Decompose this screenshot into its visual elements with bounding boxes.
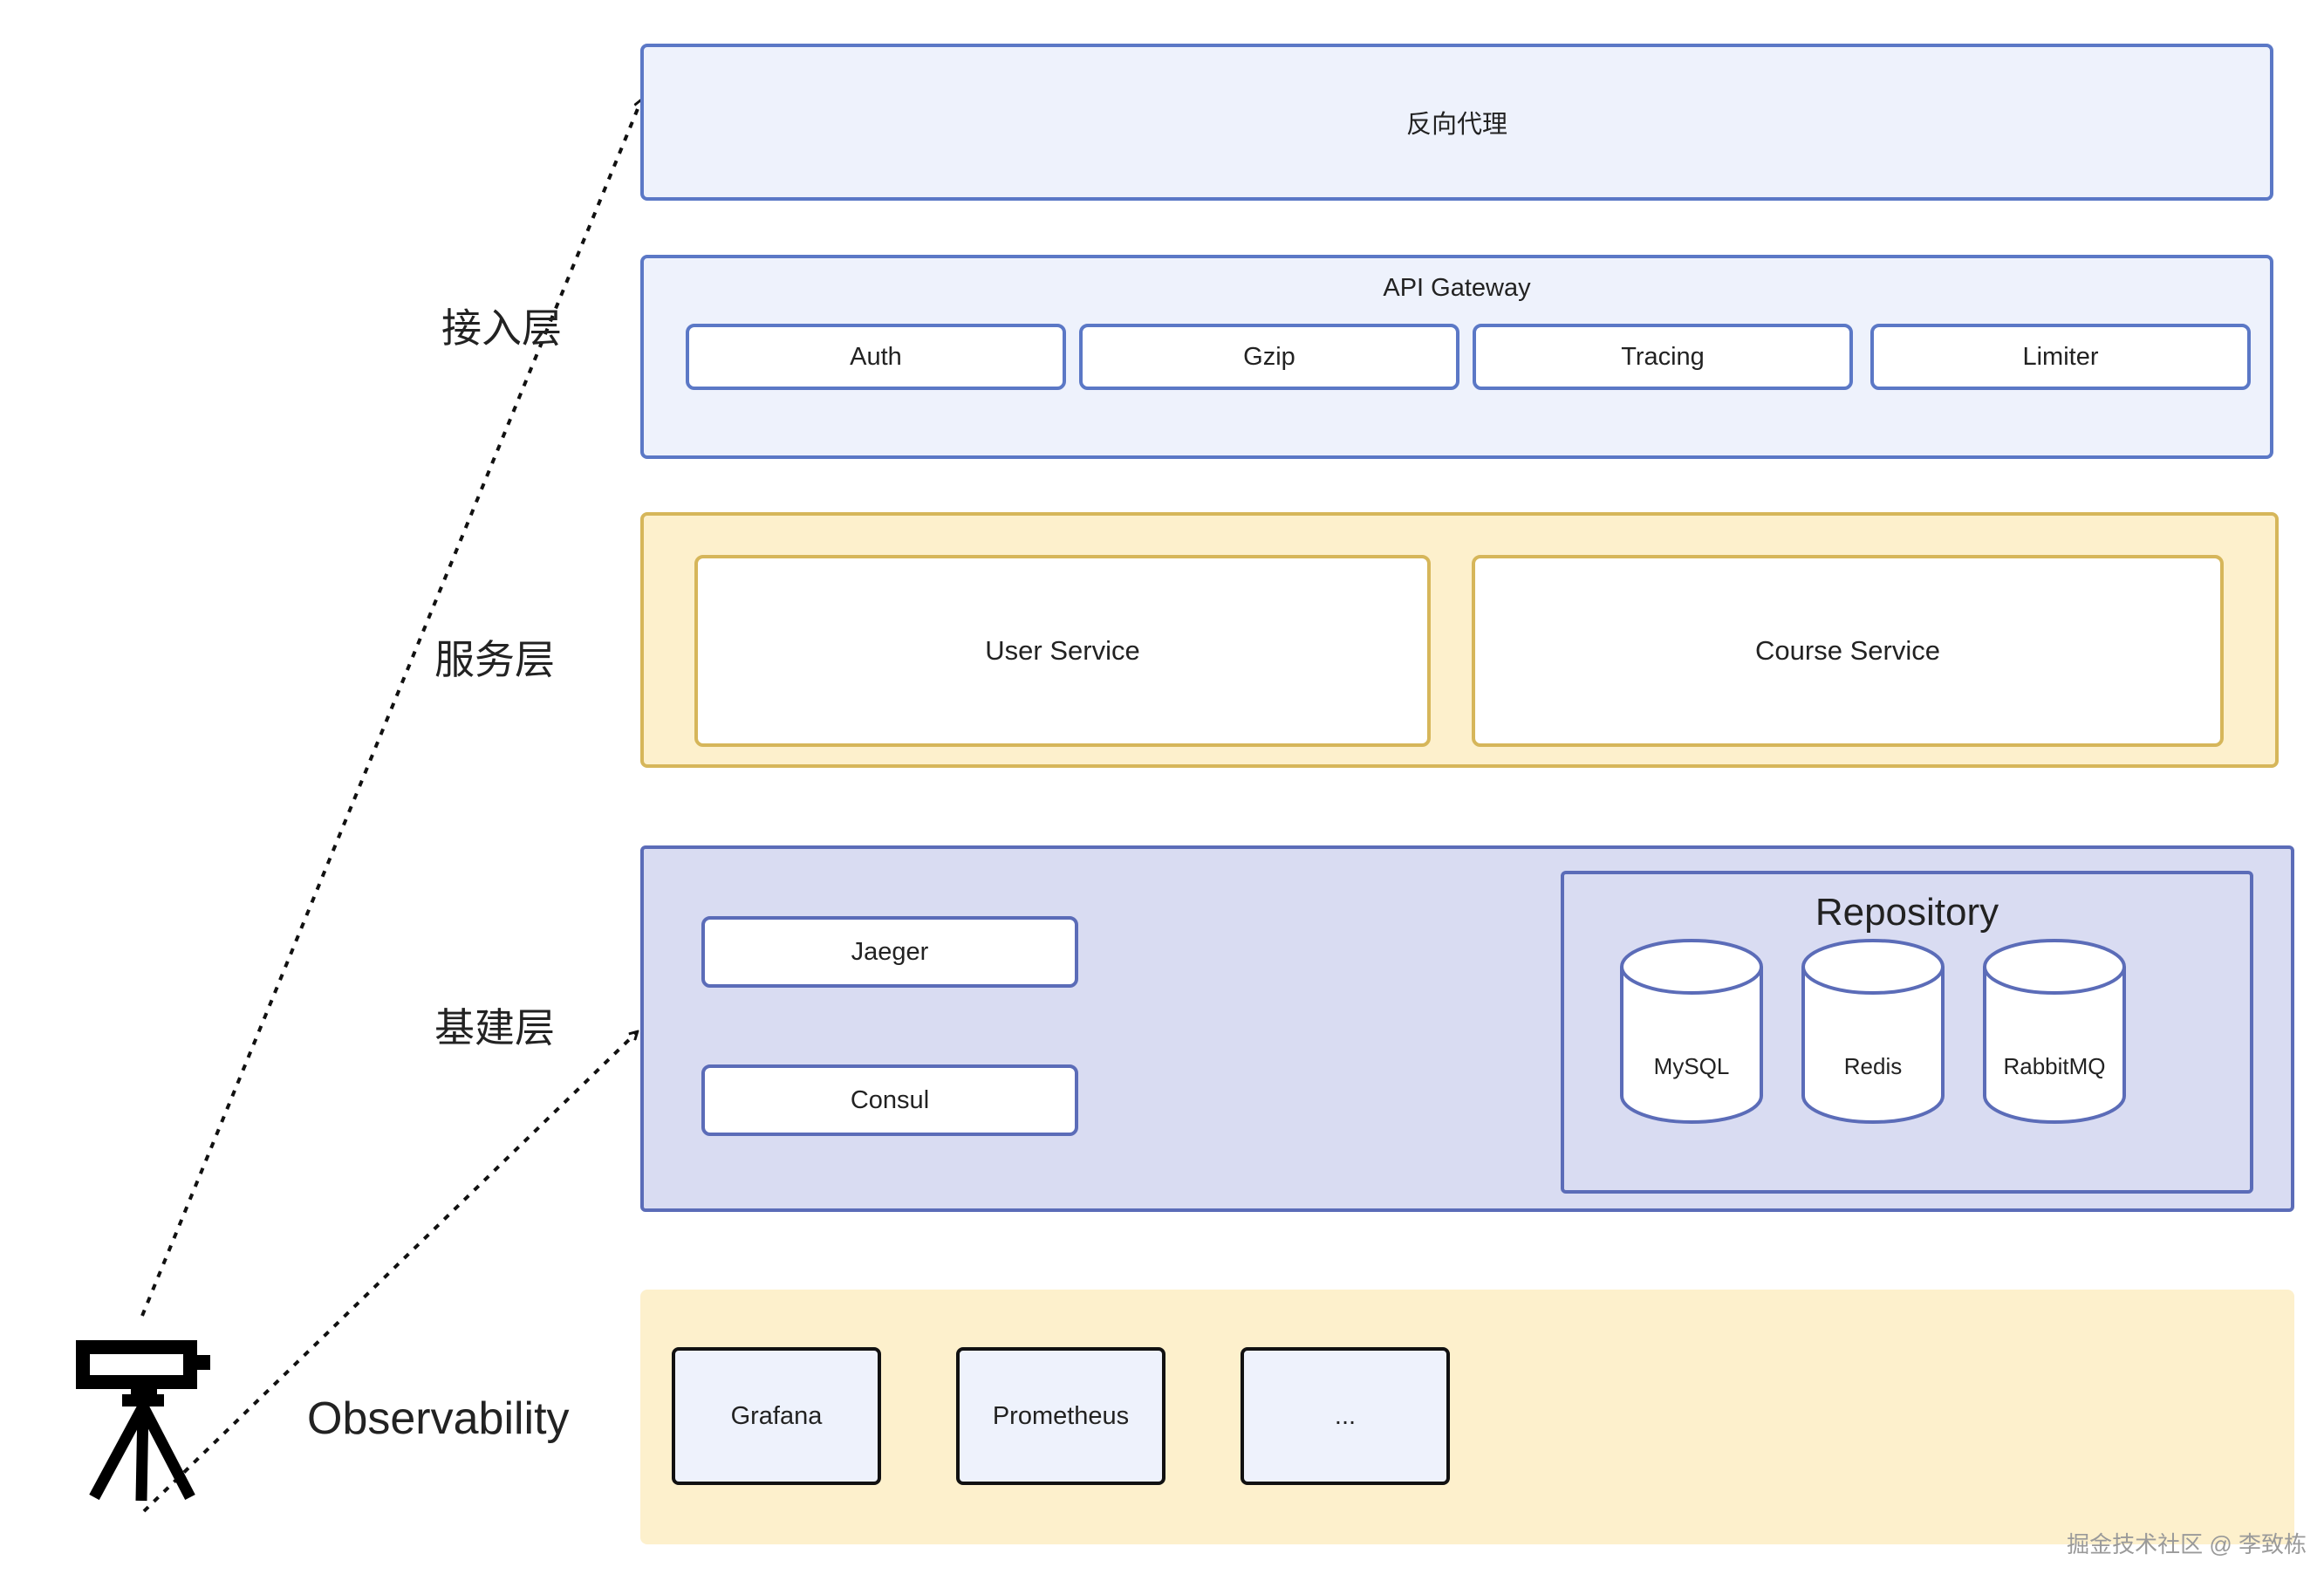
gateway-module-label: Tracing <box>1621 342 1705 371</box>
gateway-module-tracing[interactable]: Tracing <box>1473 324 1853 390</box>
obs-tool-label: Prometheus <box>992 1401 1130 1430</box>
course-service-box[interactable]: Course Service <box>1472 555 2224 747</box>
gateway-module-auth[interactable]: Auth <box>686 324 1066 390</box>
layer-label-observability: Observability <box>307 1393 570 1444</box>
service-label: Course Service <box>1755 635 1940 666</box>
infra-component-label: Jaeger <box>851 937 929 966</box>
arrow-to-reverse-proxy <box>140 100 641 1317</box>
arrow-to-infra <box>142 1032 637 1513</box>
more-tools-box[interactable]: ... <box>1241 1347 1450 1485</box>
jaeger-box[interactable]: Jaeger <box>701 916 1078 988</box>
layer-label-access: 接入层 <box>441 305 562 351</box>
gateway-module-gzip[interactable]: Gzip <box>1079 324 1459 390</box>
consul-box[interactable]: Consul <box>701 1064 1078 1136</box>
gateway-module-label: Auth <box>850 342 902 371</box>
rabbitmq-cylinder-icon[interactable] <box>1983 939 2126 1124</box>
repository-title: Repository <box>1815 891 1999 934</box>
layer-label-infra: 基建层 <box>434 1005 555 1051</box>
mysql-cylinder-icon[interactable] <box>1620 939 1763 1124</box>
infra-component-label: Consul <box>850 1085 930 1114</box>
store-label-mysql: MySQL <box>1653 1052 1730 1079</box>
observability-panel: Grafana Prometheus ... <box>640 1290 2294 1544</box>
store-label-redis: Redis <box>1843 1052 1903 1079</box>
service-label: User Service <box>985 635 1140 666</box>
api-gateway-title: API Gateway <box>1383 273 1531 302</box>
gateway-module-limiter[interactable]: Limiter <box>1870 324 2251 390</box>
user-service-box[interactable]: User Service <box>694 555 1431 747</box>
obs-tool-label: ... <box>1334 1401 1357 1430</box>
grafana-box[interactable]: Grafana <box>672 1347 881 1485</box>
store-label-rabbitmq: RabbitMQ <box>2003 1052 2106 1079</box>
gateway-module-label: Gzip <box>1243 342 1295 371</box>
telescope-tripod-icon <box>76 1340 210 1502</box>
infra-layer-panel: Jaeger Consul Repository MySQL Redis Rab… <box>640 845 2294 1212</box>
watermark: 掘金技术社区 @ 李致栋 <box>2067 1531 2307 1557</box>
reverse-proxy-label: 反向代理 <box>1405 111 1507 139</box>
layer-label-service: 服务层 <box>434 637 555 682</box>
prometheus-box[interactable]: Prometheus <box>956 1347 1165 1485</box>
gateway-module-label: Limiter <box>2022 342 2099 371</box>
service-layer-panel: User Service Course Service <box>640 512 2279 768</box>
api-gateway-panel[interactable]: API Gateway Auth Gzip Tracing Limiter <box>640 255 2273 459</box>
redis-cylinder-icon[interactable] <box>1801 939 1945 1124</box>
obs-tool-label: Grafana <box>730 1401 823 1430</box>
repository-panel: Repository MySQL Redis RabbitMQ <box>1561 871 2253 1194</box>
reverse-proxy-panel[interactable]: 反向代理 <box>640 44 2273 201</box>
datastore-cylinders <box>1620 939 2126 1124</box>
